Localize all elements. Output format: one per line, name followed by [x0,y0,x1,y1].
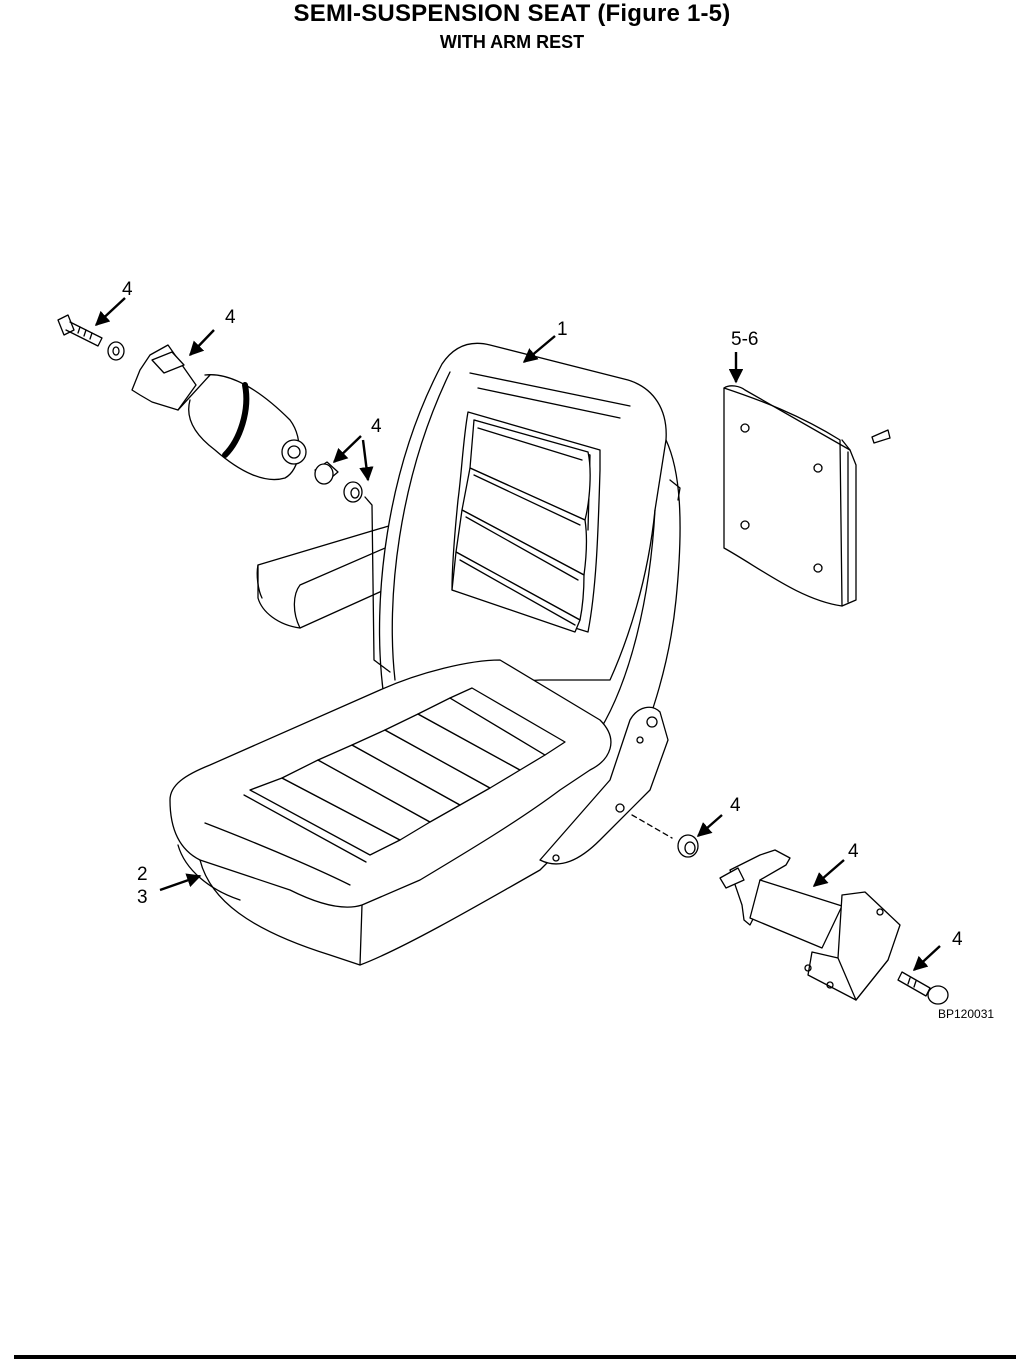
figure-subtitle: WITH ARM REST [439,32,585,52]
armrest [256,524,403,629]
seat-backrest [378,342,681,761]
arrow-retractor [189,329,215,357]
bolt-lower-right [897,971,949,1005]
page-bottom-rule [14,1355,1016,1359]
arrow-bushing-2 [359,439,374,482]
seat-assembly [169,342,681,966]
seat-belt-buckle [719,849,901,1001]
arrow-buckle [812,859,845,887]
callout-4-bushings: 4 [371,416,382,437]
storage-pouch [723,385,857,607]
arrow-backrest [522,335,556,363]
bolt-upper-left [57,314,103,347]
callout-4-retractor: 4 [225,307,236,328]
callout-1-backrest: 1 [557,319,568,340]
bushing-lower [677,834,699,858]
callout-4-buckle: 4 [848,841,859,862]
callout-4-bolt-right: 4 [952,929,963,950]
seat-hinge-bracket [539,706,669,865]
callout-4-bushing-lower: 4 [730,795,741,816]
washer-upper-left [107,341,125,361]
callout-5-6-pouch: 5-6 [731,329,758,350]
figure-code: BP120031 [938,1007,994,1021]
arrow-bushing-lower [696,814,723,837]
arrow-bolt-left [94,297,126,326]
arrow-cushion [159,873,202,892]
seat-cushion [169,659,612,966]
bushing-upper-1 [314,461,339,485]
figure-title: SEMI-SUSPENSION SEAT (Figure 1-5) [293,0,731,27]
bushing-upper-2 [343,481,363,503]
callout-4-bolt-left: 4 [122,279,133,300]
arrow-bushing-1 [332,435,362,463]
callout-3-cushion: 3 [137,887,148,908]
callout-labels: 4 4 1 5-6 4 4 4 4 2 3 BP120031 [122,279,994,1021]
callout-arrows [94,297,941,971]
seat-belt-retractor [131,344,307,481]
callout-2-cushion: 2 [137,864,148,885]
screw-pouch [871,429,891,444]
arrow-bolt-right [912,945,941,971]
